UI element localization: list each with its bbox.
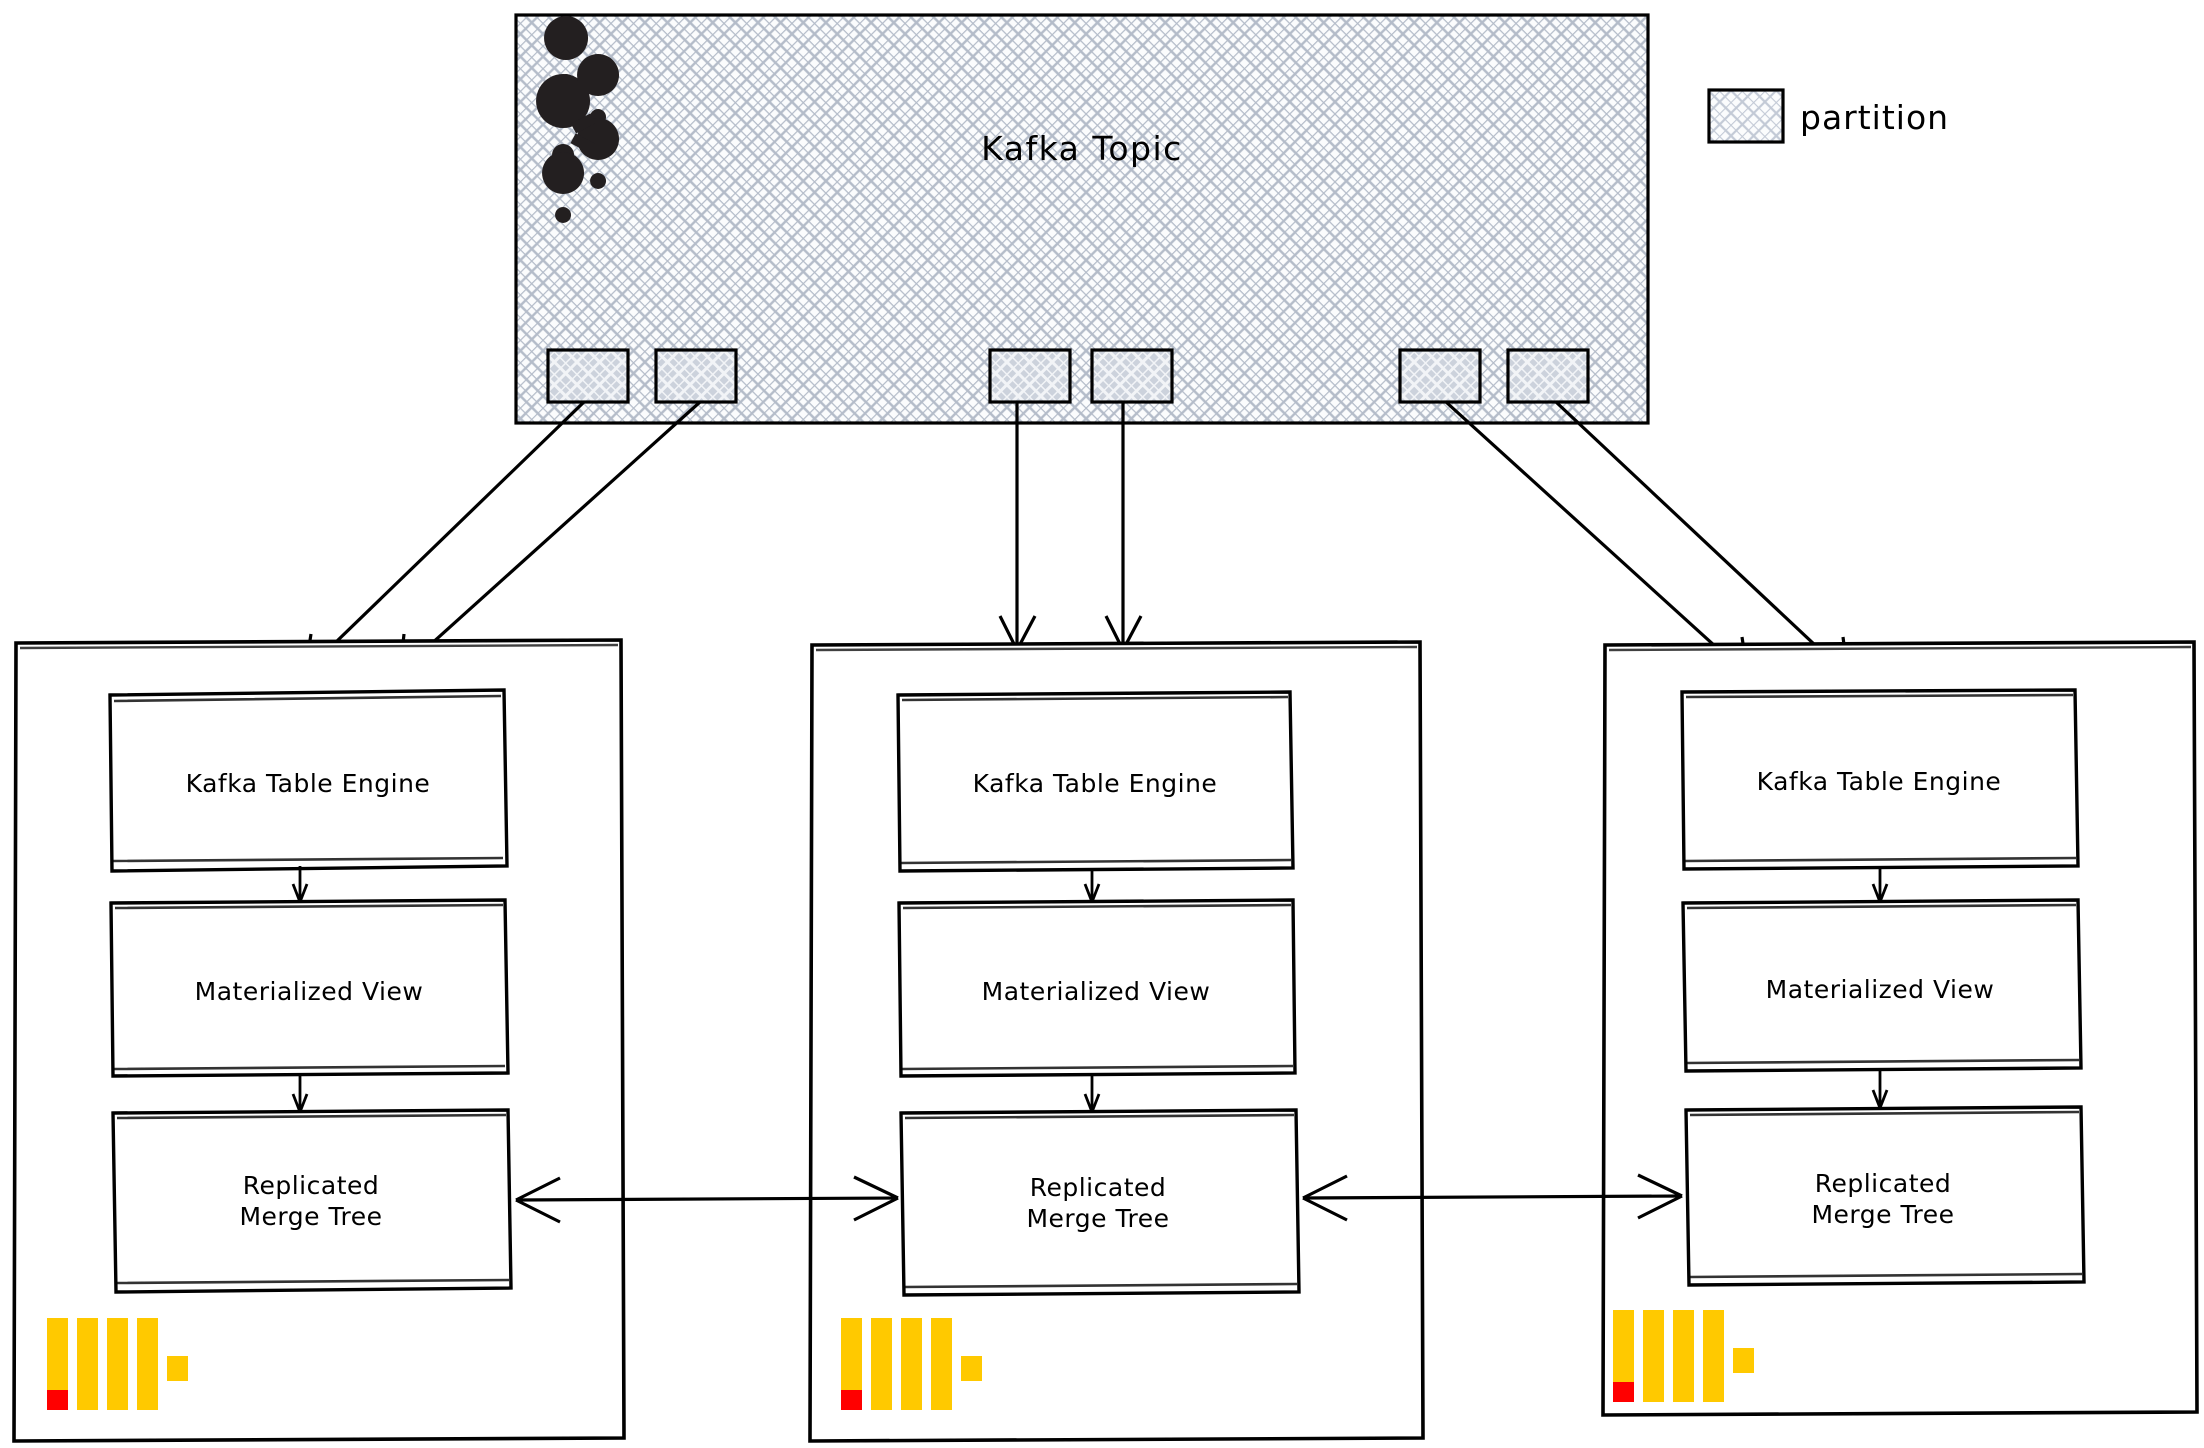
arrow-mv2-to-rmt2 bbox=[1083, 1076, 1101, 1113]
partition-2[interactable] bbox=[654, 348, 738, 404]
arrow-partition3-to-node2 bbox=[998, 402, 1037, 651]
arrow-kte3-to-mv3 bbox=[1871, 866, 1889, 903]
materialized-view-1-box[interactable] bbox=[109, 898, 510, 1078]
replicated-merge-tree-2-box[interactable] bbox=[899, 1108, 1301, 1297]
clickhouse-logo-2 bbox=[841, 1318, 982, 1410]
partition-3[interactable] bbox=[988, 348, 1072, 404]
partition-4[interactable] bbox=[1090, 348, 1174, 404]
arrow-mv1-to-rmt1 bbox=[291, 1076, 309, 1113]
clickhouse-logo-3 bbox=[1613, 1310, 1754, 1402]
partition-1[interactable] bbox=[546, 348, 630, 404]
kafka-logo bbox=[536, 16, 620, 223]
clickhouse-logo-1 bbox=[47, 1318, 188, 1410]
arrow-mv3-to-rmt3 bbox=[1871, 1071, 1889, 1109]
materialized-view-3-box[interactable] bbox=[1681, 898, 2083, 1073]
replication-arrow-node2-node3 bbox=[1302, 1173, 1683, 1222]
partition-5[interactable] bbox=[1398, 348, 1482, 404]
kafka-table-engine-3-box[interactable] bbox=[1680, 688, 2080, 871]
kafka-table-engine-1-box[interactable] bbox=[108, 688, 509, 873]
materialized-view-2-box[interactable] bbox=[897, 898, 1297, 1078]
replicated-merge-tree-3-box[interactable] bbox=[1684, 1105, 2086, 1287]
replicated-merge-tree-1-box[interactable] bbox=[111, 1108, 513, 1294]
arrow-kte1-to-mv1 bbox=[291, 866, 309, 903]
replication-arrow-node1-node2 bbox=[515, 1175, 899, 1224]
legend-swatch bbox=[1707, 88, 1785, 144]
arrow-partition4-to-node2 bbox=[1104, 402, 1143, 651]
kafka-table-engine-2-box[interactable] bbox=[896, 690, 1295, 873]
arrow-kte2-to-mv2 bbox=[1083, 868, 1101, 903]
partition-6[interactable] bbox=[1506, 348, 1590, 404]
